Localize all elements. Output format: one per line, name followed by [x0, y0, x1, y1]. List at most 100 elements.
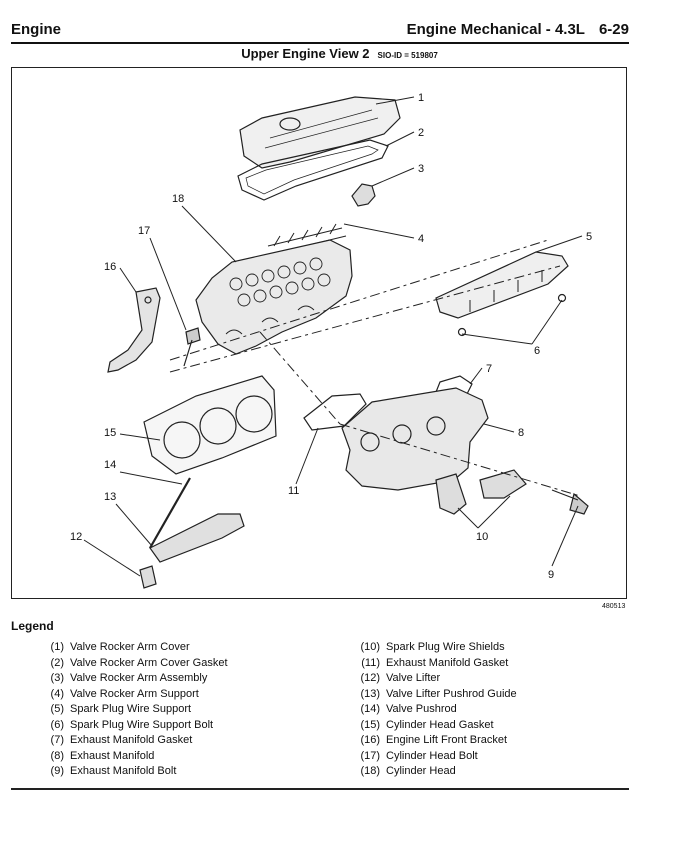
oil-filler-cap [279, 117, 301, 131]
legend-label: Valve Rocker Arm Assembly [70, 672, 208, 684]
legend-label: Engine Lift Front Bracket [386, 734, 508, 746]
legend-num: (7) [50, 734, 64, 746]
legend-label: Valve Rocker Arm Cover [70, 641, 190, 653]
legend-column-right: (10)Spark Plug Wire Shields (11) Exhaust … [356, 640, 517, 780]
legend-num: (3) [50, 672, 64, 684]
legend-label: Exhaust Manifold Bolt [70, 765, 177, 777]
legend-item: (12) Valve Lifter [356, 671, 517, 687]
legend-num: (6) [50, 718, 64, 731]
figure-title: Upper Engine View 2 SIO-ID = 519807 [0, 46, 679, 61]
chapter-heading: Engine Mechanical - 4.3L 6-29 [407, 21, 629, 38]
exhaust-manifold-bolt [551, 489, 589, 515]
legend-item: (3) Valve Rocker Arm Assembly [40, 671, 228, 687]
legend-label: Exhaust Manifold Gasket [386, 656, 509, 669]
legend-num: (14) [360, 703, 380, 715]
legend-item: (6) Spark Plug Wire Support Bolt [40, 718, 228, 734]
callout-11: 11 [288, 485, 299, 497]
legend-num: (8) [50, 749, 64, 762]
legend-item: (13) Valve Lifter Pushrod Guide [356, 687, 517, 703]
legend-num: (15) [360, 718, 380, 731]
legend-label: Valve Rocker Arm Support [70, 687, 199, 700]
legend-item: (18) Cylinder Head [356, 764, 517, 780]
centerlines [169, 239, 581, 497]
callout-9: 9 [548, 569, 554, 581]
legend-num: (18) [360, 765, 380, 777]
callout-12: 12 [70, 531, 82, 543]
legend-item: (14) Valve Pushrod [356, 702, 517, 718]
legend-num: (5) [50, 703, 64, 715]
callout-1: 1 [418, 92, 424, 104]
spark-plug-wire-support [435, 251, 569, 319]
figure-id: 480513 [602, 603, 626, 610]
legend-num: (2) [50, 656, 64, 669]
callout-5: 5 [586, 231, 592, 243]
chapter-title: Engine Mechanical - 4.3L [406, 21, 585, 38]
legend-num: (17) [360, 749, 380, 762]
callout-8: 8 [518, 427, 524, 439]
footer-rule [11, 788, 629, 790]
legend-label: Cylinder Head Gasket [386, 718, 494, 731]
callout-13: 13 [104, 491, 116, 503]
callout-16: 16 [104, 261, 116, 273]
legend-item: (16) Engine Lift Front Bracket [356, 733, 517, 749]
callout-17: 17 [138, 225, 150, 237]
legend-label: Spark Plug Wire Support Bolt [70, 718, 214, 731]
callout-4: 4 [418, 233, 424, 245]
legend-label: Valve Lifter Pushrod Guide [386, 687, 517, 700]
legend-num: (9) [50, 765, 64, 777]
legend-num: (16) [360, 734, 380, 746]
valve-rocker-arm-cover [239, 96, 401, 169]
valve-rocker-arm-assembly [351, 183, 376, 207]
legend-label: Valve Pushrod [386, 703, 457, 715]
figure-title-text: Upper Engine View 2 [241, 46, 370, 61]
callout-15: 15 [104, 427, 116, 439]
legend-item: (2) Valve Rocker Arm Cover Gasket [40, 656, 228, 672]
legend-label: Exhaust Manifold Gasket [70, 734, 193, 746]
exploded-diagram-frame [11, 67, 627, 599]
header-rule [11, 42, 629, 44]
valve-lifter [139, 565, 157, 589]
callout-7: 7 [486, 363, 492, 375]
sio-id: SIO-ID = 519807 [377, 51, 438, 60]
legend-item: (15) Cylinder Head Gasket [356, 718, 517, 734]
callout-leaders [83, 96, 583, 577]
legend-num: (1) [50, 641, 64, 653]
legend-item: (11) Exhaust Manifold Gasket [356, 656, 517, 672]
exhaust-manifold [341, 387, 489, 491]
legend-label: Cylinder Head Bolt [386, 749, 478, 762]
legend-label: Cylinder Head [386, 765, 456, 777]
legend-item: (1) Valve Rocker Arm Cover [40, 640, 228, 656]
legend-item: (5) Spark Plug Wire Support [40, 702, 228, 718]
cylinder-head-gasket [143, 375, 277, 475]
callout-2: 2 [418, 127, 424, 139]
legend-item: (10)Spark Plug Wire Shields [356, 640, 517, 656]
legend-num: (11) [361, 656, 380, 669]
cylinder-head [195, 239, 353, 355]
legend-num: (12) [360, 672, 380, 684]
legend-num: (4) [50, 687, 64, 700]
legend-label: Spark Plug Wire Shields [386, 641, 505, 653]
page-number: 6-29 [598, 21, 629, 38]
legend-label: Valve Rocker Arm Cover Gasket [70, 656, 228, 669]
valve-lifter-pushrod-guide [149, 513, 245, 563]
section-title: Engine [11, 21, 62, 38]
valve-pushrod [149, 477, 191, 549]
legend-label: Spark Plug Wire Support [70, 703, 192, 715]
engine-lift-front-bracket [107, 287, 161, 373]
callout-labels: 1 2 3 4 5 6 7 8 9 10 11 12 13 14 15 16 1… [70, 92, 592, 581]
legend-label: Exhaust Manifold [70, 749, 155, 762]
callout-6: 6 [534, 345, 540, 357]
legend-item: (4) Valve Rocker Arm Support [40, 687, 228, 703]
callout-10: 10 [476, 531, 488, 543]
spark-plug-wire-support-bolt [457, 327, 467, 337]
callout-3: 3 [418, 163, 424, 175]
legend-title: Legend [11, 619, 54, 633]
legend-item: (8) Exhaust Manifold [40, 749, 228, 765]
callout-14: 14 [104, 459, 116, 471]
legend-item: (7) Exhaust Manifold Gasket [40, 733, 228, 749]
legend-label: Valve Lifter [386, 672, 441, 684]
legend-num: (13) [360, 687, 380, 700]
spark-plug-wire-shields [435, 473, 467, 515]
exhaust-manifold-gasket [303, 393, 367, 431]
